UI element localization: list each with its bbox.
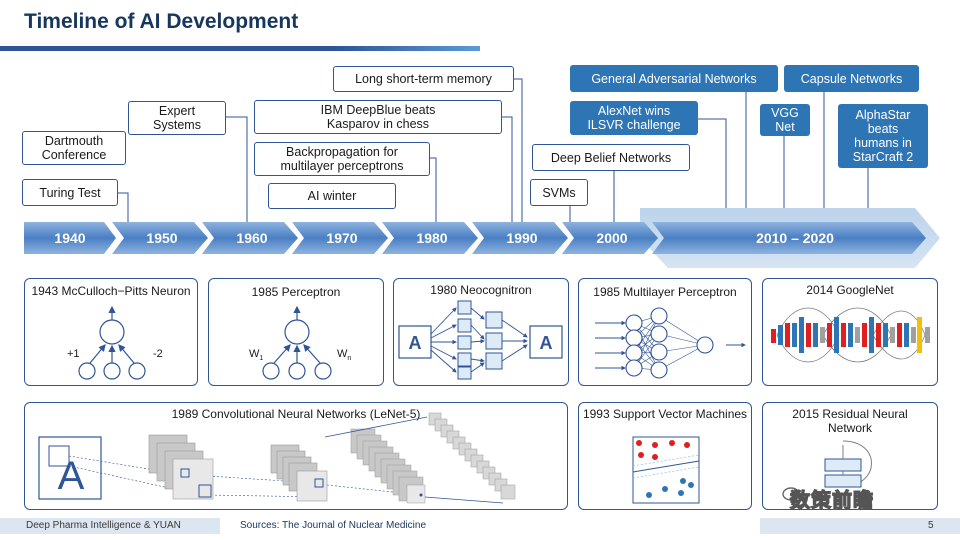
- event-backprop: Backpropagation for multilayer perceptro…: [254, 142, 430, 176]
- weight-wn: Wn: [337, 348, 351, 362]
- event-alphastar: AlphaStar beats humans in StarCraft 2: [838, 104, 928, 168]
- card-title: 1993 Support Vector Machines: [582, 407, 748, 421]
- event-dartmouth: Dartmouth Conference: [22, 131, 126, 165]
- decade-label-1980: 1980: [416, 230, 448, 246]
- card-perceptron: 1985 Perceptron W1 Wn: [208, 278, 384, 386]
- chevron-1940: [24, 222, 116, 254]
- wechat-icon: [782, 487, 806, 507]
- input-letter: A: [409, 333, 422, 353]
- googlenet-diagram: [771, 307, 930, 363]
- card-neocognitron: 1980 Neocognitron A: [393, 278, 569, 386]
- input-letter: A: [58, 454, 85, 498]
- event-lstm: Long short-term memory: [333, 66, 514, 92]
- card-googlenet: 2014 GoogleNet: [762, 278, 938, 386]
- perceptron-diagram: W1 Wn: [249, 305, 351, 380]
- card-title: 2014 GoogleNet: [806, 283, 894, 297]
- event-dbn: Deep Belief Networks: [532, 144, 690, 171]
- card-mlp: 1985 Multilayer Perceptron: [578, 278, 752, 386]
- connector-lstm: [514, 78, 523, 222]
- card-title: 1985 Multilayer Perceptron: [593, 285, 737, 299]
- event-capsule: Capsule Networks: [784, 65, 919, 92]
- card-title: 1989 Convolutional Neural Networks (LeNe…: [171, 407, 421, 421]
- page-number: 5: [928, 520, 934, 531]
- chevron-1960: [202, 222, 298, 254]
- footer-page-bar: [760, 518, 960, 534]
- output-letter: A: [540, 333, 553, 353]
- neuron-diagram: +1 -2: [67, 305, 163, 380]
- chevron-1950: [112, 222, 208, 254]
- lenet-diagram: A: [38, 412, 516, 504]
- event-svms: SVMs: [530, 179, 588, 206]
- card-title: 2015 Residual Neural Network: [792, 407, 908, 435]
- footer-bar: [0, 518, 220, 534]
- card-title: 1980 Neocognitron: [430, 283, 532, 297]
- page-title: Timeline of AI Development: [24, 10, 299, 33]
- card-title: 1985 Perceptron: [251, 285, 341, 299]
- card-svm: 1993 Support Vector Machines: [578, 402, 752, 510]
- chevron-2010: [652, 222, 926, 254]
- footer-sources: Sources: The Journal of Nuclear Medicine: [240, 520, 427, 531]
- decade-label-1990: 1990: [506, 230, 538, 246]
- weight-w1: W1: [249, 348, 263, 362]
- decade-label-1950: 1950: [146, 230, 178, 246]
- connector-backprop: [430, 157, 437, 222]
- decade-label-1960: 1960: [236, 230, 268, 246]
- watermark-text: 数策前瞻: [789, 489, 874, 512]
- chevron-1990: [472, 222, 568, 254]
- connector-expert: [226, 116, 248, 222]
- decade-label-2010-2020: 2010 – 2020: [756, 230, 834, 246]
- chevron-1970: [292, 222, 388, 254]
- decade-label-1940: 1940: [54, 230, 86, 246]
- chevron-1980: [382, 222, 478, 254]
- event-alexnet: AlexNet wins ILSVR challenge: [570, 101, 698, 135]
- neocognitron-diagram: A A: [398, 300, 563, 380]
- event-deepblue: IBM DeepBlue beats Kasparov in chess: [254, 100, 502, 134]
- svm-diagram: [632, 436, 700, 504]
- decade-label-2000: 2000: [596, 230, 628, 246]
- event-vgg: VGG Net: [760, 104, 810, 136]
- card-mcculloch-pitts: 1943 McCulloch−Pitts Neuron +1 -2: [24, 278, 198, 386]
- event-expert-systems: Expert Systems: [128, 101, 226, 135]
- weight-left: +1: [67, 348, 80, 360]
- decade-label-1970: 1970: [326, 230, 358, 246]
- footer-company: Deep Pharma Intelligence & YUAN: [26, 520, 181, 531]
- event-ai-winter: AI winter: [268, 183, 396, 209]
- card-title: 1943 McCulloch−Pitts Neuron: [31, 284, 191, 298]
- card-lenet: 1989 Convolutional Neural Networks (LeNe…: [24, 402, 568, 510]
- mlp-diagram: [595, 307, 746, 379]
- event-gan: General Adversarial Networks: [570, 65, 778, 92]
- event-turing-test: Turing Test: [22, 179, 118, 206]
- connector-turing: [117, 192, 129, 222]
- title-underline: [0, 46, 480, 51]
- resnet-diagram: [824, 440, 872, 488]
- connector-alexnet: [697, 118, 727, 208]
- connector-deepblue: [502, 116, 513, 222]
- weight-right: -2: [153, 348, 163, 360]
- card-resnet: 2015 Residual Neural Network: [762, 402, 938, 510]
- chevron-2000: [562, 222, 658, 254]
